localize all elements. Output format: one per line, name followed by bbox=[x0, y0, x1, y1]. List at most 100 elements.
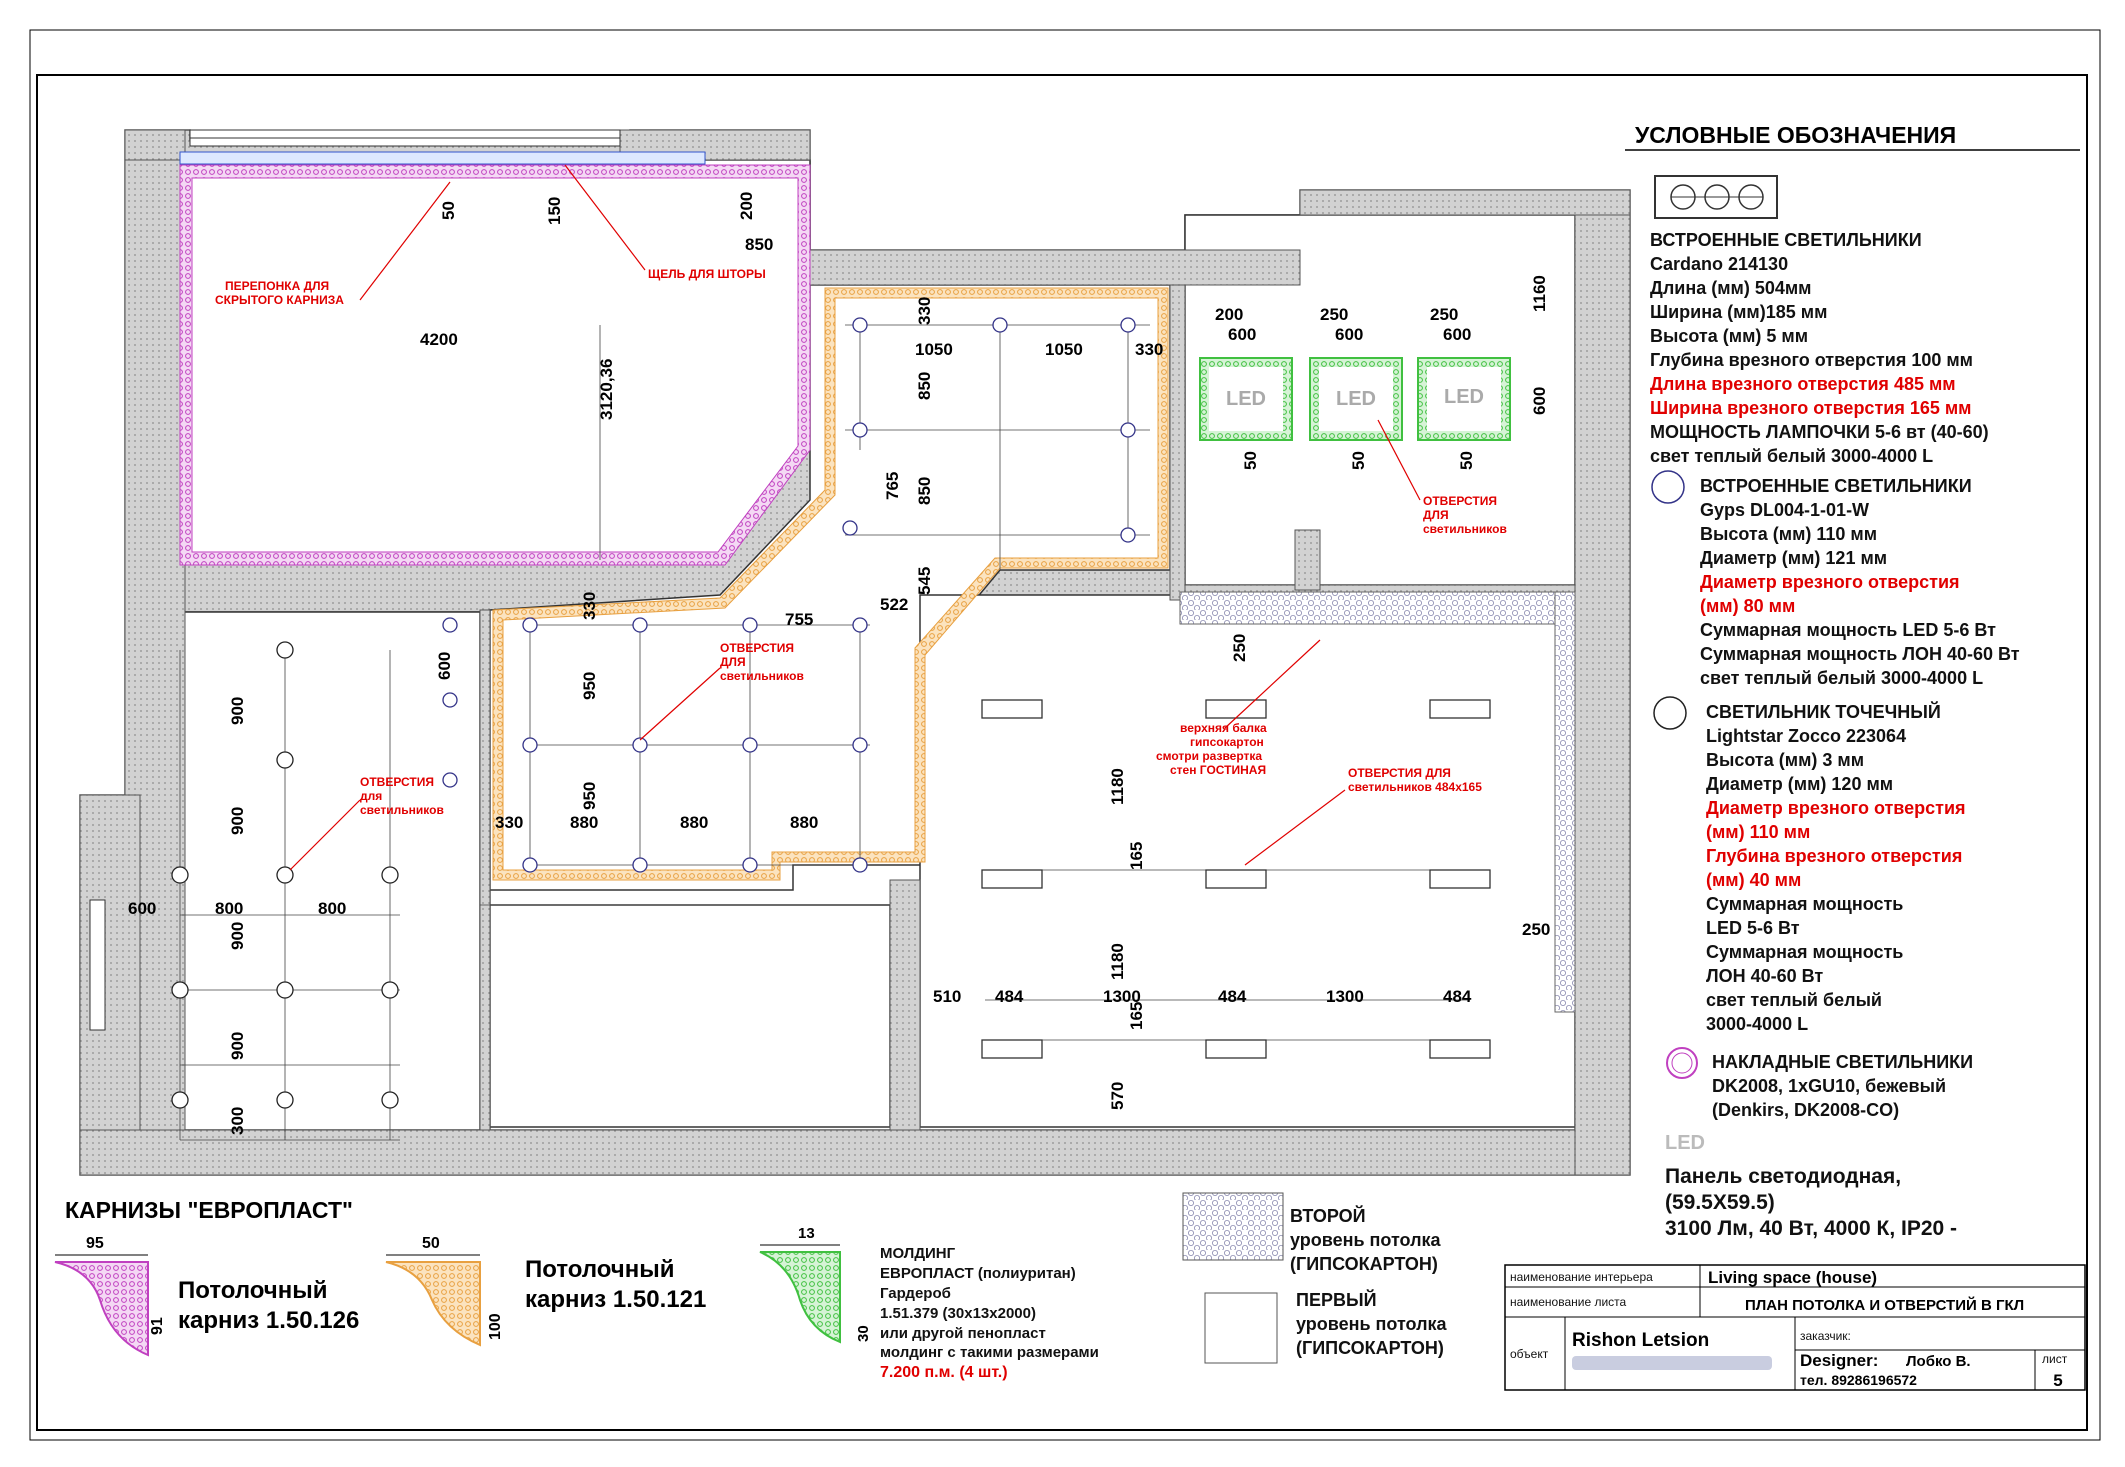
dim-1050b: 1050 bbox=[1045, 340, 1083, 359]
dim-850c: 850 bbox=[915, 477, 934, 505]
recessed-panel-4 bbox=[1205, 869, 1267, 889]
hex-band-top bbox=[1179, 591, 1576, 625]
spot-l-1 bbox=[276, 751, 294, 769]
spot-c-1 bbox=[522, 617, 538, 633]
dim-3120: 3120,36 bbox=[597, 359, 616, 420]
note-holes-b2: ДЛЯ bbox=[1423, 508, 1449, 522]
second-level-swatch bbox=[1182, 1192, 1284, 1261]
lg-spot-power-4: ЛОН 40-60 Вт bbox=[1706, 966, 1823, 986]
spot-2 bbox=[1120, 317, 1136, 333]
dim-900a: 900 bbox=[228, 697, 247, 725]
dim-600e: 600 bbox=[1443, 325, 1471, 344]
dim-250a: 250 bbox=[1320, 305, 1348, 324]
spot-l-5 bbox=[171, 981, 189, 999]
cornice-3-width: 13 bbox=[798, 1225, 815, 1242]
legend: УСЛОВНЫЕ ОБОЗНАЧЕНИЯ ВСТРОЕННЫЕ СВЕТИЛЬН… bbox=[1625, 122, 2080, 1240]
spot-c-7 bbox=[632, 737, 648, 753]
dim-600f: 600 bbox=[1530, 387, 1549, 415]
dim-755: 755 bbox=[785, 610, 813, 629]
note-holes-a2: ДЛЯ bbox=[720, 655, 746, 669]
dim-765: 765 bbox=[883, 472, 902, 500]
first-level-2: уровень потолка bbox=[1296, 1314, 1448, 1334]
recessed-panel-6 bbox=[981, 1039, 1043, 1059]
dim-1300a: 1300 bbox=[1103, 987, 1141, 1006]
tb-designer-label: Designer: bbox=[1800, 1351, 1878, 1370]
note-holes-a3: светильников bbox=[720, 669, 804, 683]
cornice-2-width: 50 bbox=[422, 1235, 440, 1252]
spot-l-2 bbox=[171, 866, 189, 884]
lg-round-diameter: Диаметр (мм) 121 мм bbox=[1700, 548, 1887, 568]
cornice-2-profile bbox=[385, 1261, 481, 1347]
spot-l-3 bbox=[276, 866, 294, 884]
cornice-2-label-2: карниз 1.50.121 bbox=[525, 1286, 706, 1313]
lg-round-height: Высота (мм) 110 мм bbox=[1700, 524, 1877, 544]
recessed-panel-7 bbox=[1205, 1039, 1267, 1059]
dim-510: 510 bbox=[933, 987, 961, 1006]
dim-900d: 900 bbox=[228, 1032, 247, 1060]
lg-spot-title: СВЕТИЛЬНИК ТОЧЕЧНЫЙ bbox=[1706, 701, 1941, 722]
lg-surface-model-1: DK2008, 1xGU10, бежевый bbox=[1712, 1076, 1946, 1096]
lg-panel-height: Высота (мм) 5 мм bbox=[1650, 326, 1808, 346]
lg-panel-cut-width: Ширина врезного отверстия 165 мм bbox=[1650, 398, 1972, 418]
recessed-panel-8 bbox=[1429, 1039, 1491, 1059]
note-beam-3: смотри развертка bbox=[1156, 749, 1262, 763]
cornice-3-line-3: Гардероб bbox=[880, 1285, 951, 1302]
tb-page-value: 5 bbox=[2053, 1371, 2062, 1390]
note-cornice-2: СКРЫТОГО КАРНИЗА bbox=[215, 293, 344, 307]
lg-round-cut-1: Диаметр врезного отверстия bbox=[1700, 572, 1960, 592]
tb-designer-value: Лобко В. bbox=[1906, 1353, 1971, 1370]
cornice-3-line-1: МОЛДИНГ bbox=[880, 1245, 956, 1262]
cornice-3-line-4: 1.51.379 (30х13х2000) bbox=[880, 1305, 1036, 1322]
tb-object-label: объект bbox=[1510, 1347, 1549, 1361]
lg-surface-title: НАКЛАДНЫЕ СВЕТИЛЬНИКИ bbox=[1712, 1052, 1973, 1072]
dim-850b: 850 bbox=[915, 372, 934, 400]
lg-spot-power-1: Суммарная мощность bbox=[1706, 894, 1903, 914]
cornice-1-width: 95 bbox=[86, 1235, 104, 1252]
note-leaders bbox=[289, 164, 1421, 871]
legend-title: УСЛОВНЫЕ ОБОЗНАЧЕНИЯ bbox=[1635, 122, 1956, 148]
lg-round-power-led: Суммарная мощность LED 5-6 Вт bbox=[1700, 620, 1996, 640]
dim-1180a: 1180 bbox=[1108, 768, 1127, 805]
lg-round-cut-2: (мм) 80 мм bbox=[1700, 596, 1795, 616]
cornice-3-amount: 7.200 п.м. (4 шт.) bbox=[880, 1364, 1008, 1381]
dim-950a: 950 bbox=[580, 672, 599, 700]
lg-surface-model-2: (Denkirs, DK2008-CO) bbox=[1712, 1100, 1899, 1120]
spot-c-0 bbox=[442, 617, 458, 633]
dim-600a: 600 bbox=[435, 652, 454, 680]
dim-1180b: 1180 bbox=[1108, 943, 1127, 980]
note-holes-b3: светильников bbox=[1423, 522, 1507, 536]
dim-522: 522 bbox=[880, 595, 908, 614]
cornice-3-line-6: молдинг с такими размерами bbox=[880, 1344, 1099, 1361]
lg-panel-cut-length: Длина врезного отверстия 485 мм bbox=[1650, 374, 1956, 394]
lg-spot-light-1: свет теплый белый bbox=[1706, 990, 1882, 1010]
dim-330b: 330 bbox=[1135, 340, 1163, 359]
tb-interior-label: наименование интерьера bbox=[1510, 1270, 1653, 1284]
lg-round-model: Gyps DL004-1-01-W bbox=[1700, 500, 1869, 520]
first-level-1: ПЕРВЫЙ bbox=[1296, 1289, 1377, 1310]
dim-900b: 900 bbox=[228, 807, 247, 835]
cornice-3-height: 30 bbox=[855, 1325, 872, 1342]
hex-band-right bbox=[1554, 591, 1576, 1013]
spot-c-2 bbox=[632, 617, 648, 633]
tb-sheet-label: наименование листа bbox=[1510, 1295, 1627, 1309]
spot-c-14 bbox=[442, 772, 458, 788]
note-holes-d1: ОТВЕРСТИЯ ДЛЯ bbox=[1348, 766, 1451, 780]
note-holes-a1: ОТВЕРСТИЯ bbox=[720, 641, 794, 655]
lg-round-power-lon: Суммарная мощность ЛОН 40-60 Вт bbox=[1700, 644, 2020, 664]
dim-4200: 4200 bbox=[420, 330, 458, 349]
lg-panel-model: Cardano 214130 bbox=[1650, 254, 1788, 274]
sheet-frame-inner bbox=[36, 74, 2088, 1431]
led-panel-1-label: LED bbox=[1226, 388, 1266, 410]
lg-panel-power: МОЩНОСТЬ ЛАМПОЧКИ 5-6 вт (40-60) bbox=[1650, 422, 1989, 442]
spotlights bbox=[171, 317, 1136, 1109]
dim-150: 150 bbox=[545, 197, 564, 225]
spot-c-3 bbox=[742, 617, 758, 633]
dim-800a: 800 bbox=[215, 899, 243, 918]
note-holes-d2: светильников 484x165 bbox=[1348, 780, 1482, 794]
recessed-round-icon bbox=[1651, 470, 1685, 504]
lg-spot-model: Lightstar Zocco 223064 bbox=[1706, 726, 1906, 746]
second-level-3: (ГИПСОКАРТОН) bbox=[1290, 1254, 1438, 1274]
spot-1 bbox=[992, 317, 1008, 333]
note-beam-2: гипсокартон bbox=[1190, 735, 1264, 749]
dim-250c: 250 bbox=[1230, 634, 1249, 662]
